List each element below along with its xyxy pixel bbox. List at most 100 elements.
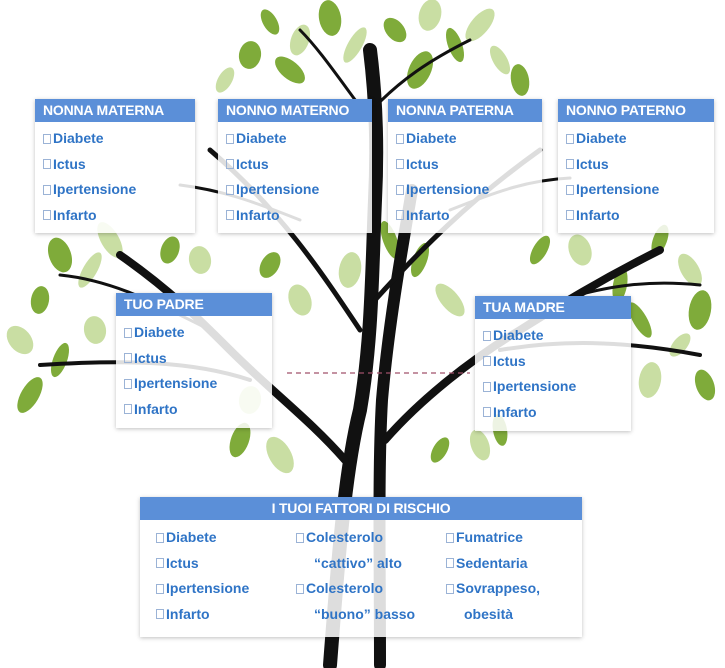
leaf [238,41,262,69]
checkbox-item-diabete[interactable]: Diabete [396,126,542,152]
leaf [17,377,43,413]
card-title: TUO PADRE [116,293,272,316]
checkbox-icon[interactable] [566,210,574,221]
checkbox-icon[interactable] [43,184,51,195]
leaf [260,9,280,35]
checkbox-item-diabete[interactable]: Diabete [226,126,372,152]
leaf [318,0,342,36]
checkbox-icon[interactable] [43,159,51,170]
checkbox-icon[interactable] [566,184,574,195]
checkbox-item-infarto[interactable]: Infarto [396,203,542,229]
checkbox-icon[interactable] [226,184,234,195]
checkbox-item-ictus[interactable]: Ictus [156,551,296,577]
checkbox-icon[interactable] [566,133,574,144]
checkbox-icon[interactable] [483,356,491,367]
checkbox-icon[interactable] [396,133,404,144]
checkbox-item-ipertensione[interactable]: Ipertensione [483,374,631,400]
checkbox-icon[interactable] [124,404,132,415]
leaf [410,242,430,278]
leaf [628,302,652,338]
checkbox-item-infarto[interactable]: Infarto [566,203,714,229]
checkbox-item-ictus[interactable]: Ictus [43,152,195,178]
leaf [430,437,450,463]
leaf [229,422,251,458]
checkbox-item-infarto[interactable]: Infarto [124,397,272,423]
checkbox-icon[interactable] [124,378,132,389]
checkbox-icon[interactable] [43,210,51,221]
checkbox-icon[interactable] [396,210,404,221]
card-tuo-padre: TUO PADRE Diabete Ictus Ipertensione Inf… [116,293,272,428]
checkbox-item-colesterolo-buono[interactable]: Colesterolo [296,576,446,602]
checkbox-icon[interactable] [43,133,51,144]
checkbox-item-ipertensione[interactable]: Ipertensione [156,576,296,602]
checkbox-icon[interactable] [566,159,574,170]
checkbox-item-ictus[interactable]: Ictus [483,349,631,375]
item-continuation: “cattivo” alto [314,554,402,571]
checkbox-item-ipertensione[interactable]: Ipertensione [226,177,372,203]
checkbox-icon[interactable] [226,133,234,144]
checkbox-icon[interactable] [226,210,234,221]
checkbox-icon[interactable] [296,583,304,594]
checkbox-icon[interactable] [156,583,164,594]
checkbox-icon[interactable] [483,330,491,341]
leaf [688,290,712,330]
checkbox-icon[interactable] [396,184,404,195]
checkbox-item-infarto[interactable]: Infarto [226,203,372,229]
leaf [445,27,465,63]
checkbox-icon[interactable] [124,327,132,338]
leaf [160,236,180,264]
checkbox-item-ipertensione[interactable]: Ipertensione [566,177,714,203]
checkbox-icon[interactable] [446,532,454,543]
checkbox-item-infarto[interactable]: Infarto [483,400,631,426]
leaf [215,67,235,93]
leaf [188,246,212,274]
checkbox-icon[interactable] [156,609,164,620]
leaf [288,284,312,316]
leaf [275,56,305,84]
checkbox-icon[interactable] [396,159,404,170]
checkbox-item-ictus[interactable]: Ictus [396,152,542,178]
leaf [6,325,34,355]
leaf [678,253,702,287]
checkbox-item-ipertensione[interactable]: Ipertensione [124,371,272,397]
checkbox-item-fumatrice[interactable]: Fumatrice [446,525,576,551]
leaf [469,429,491,461]
checkbox-icon[interactable] [226,159,234,170]
checkbox-icon[interactable] [156,558,164,569]
checkbox-icon[interactable] [124,353,132,364]
checkbox-item-infarto[interactable]: Infarto [156,602,296,628]
checkbox-item-ipertensione[interactable]: Ipertensione [396,177,542,203]
leaf [510,64,530,96]
checkbox-item-sovrappeso[interactable]: Sovrappeso, [446,576,576,602]
checkbox-item-ictus[interactable]: Ictus [124,346,272,372]
card-title: NONNA MATERNA [35,99,195,122]
leaf [343,27,367,63]
checkbox-item-sedentaria[interactable]: Sedentaria [446,551,576,577]
checkbox-icon[interactable] [483,381,491,392]
checkbox-icon[interactable] [296,532,304,543]
leaf [383,17,407,43]
card-nonno-materno: NONNO MATERNO Diabete Ictus Ipertensione… [218,99,372,233]
leaf [418,0,442,31]
checkbox-item-colesterolo-cattivo[interactable]: Colesterolo [296,525,446,551]
leaf [380,221,400,259]
checkbox-item-diabete[interactable]: Diabete [483,323,631,349]
checkbox-item-infarto[interactable]: Infarto [43,203,195,229]
checkbox-item-ictus[interactable]: Ictus [566,152,714,178]
leaf [529,235,551,265]
item-continuation: obesità [464,605,514,622]
checkbox-item-ictus[interactable]: Ictus [226,152,372,178]
checkbox-item-diabete[interactable]: Diabete [43,126,195,152]
card-tua-madre: TUA MADRE Diabete Ictus Ipertensione Inf… [475,296,631,431]
checkbox-item-diabete[interactable]: Diabete [156,525,296,551]
checkbox-icon[interactable] [446,558,454,569]
checkbox-icon[interactable] [156,532,164,543]
checkbox-icon[interactable] [483,407,491,418]
leaf [259,252,281,278]
card-title: I TUOI FATTORI DI RISCHIO [140,497,582,520]
checkbox-item-diabete[interactable]: Diabete [124,320,272,346]
checkbox-item-ipertensione[interactable]: Ipertensione [43,177,195,203]
checkbox-item-diabete[interactable]: Diabete [566,126,714,152]
checkbox-icon[interactable] [446,583,454,594]
leaf [50,342,70,378]
